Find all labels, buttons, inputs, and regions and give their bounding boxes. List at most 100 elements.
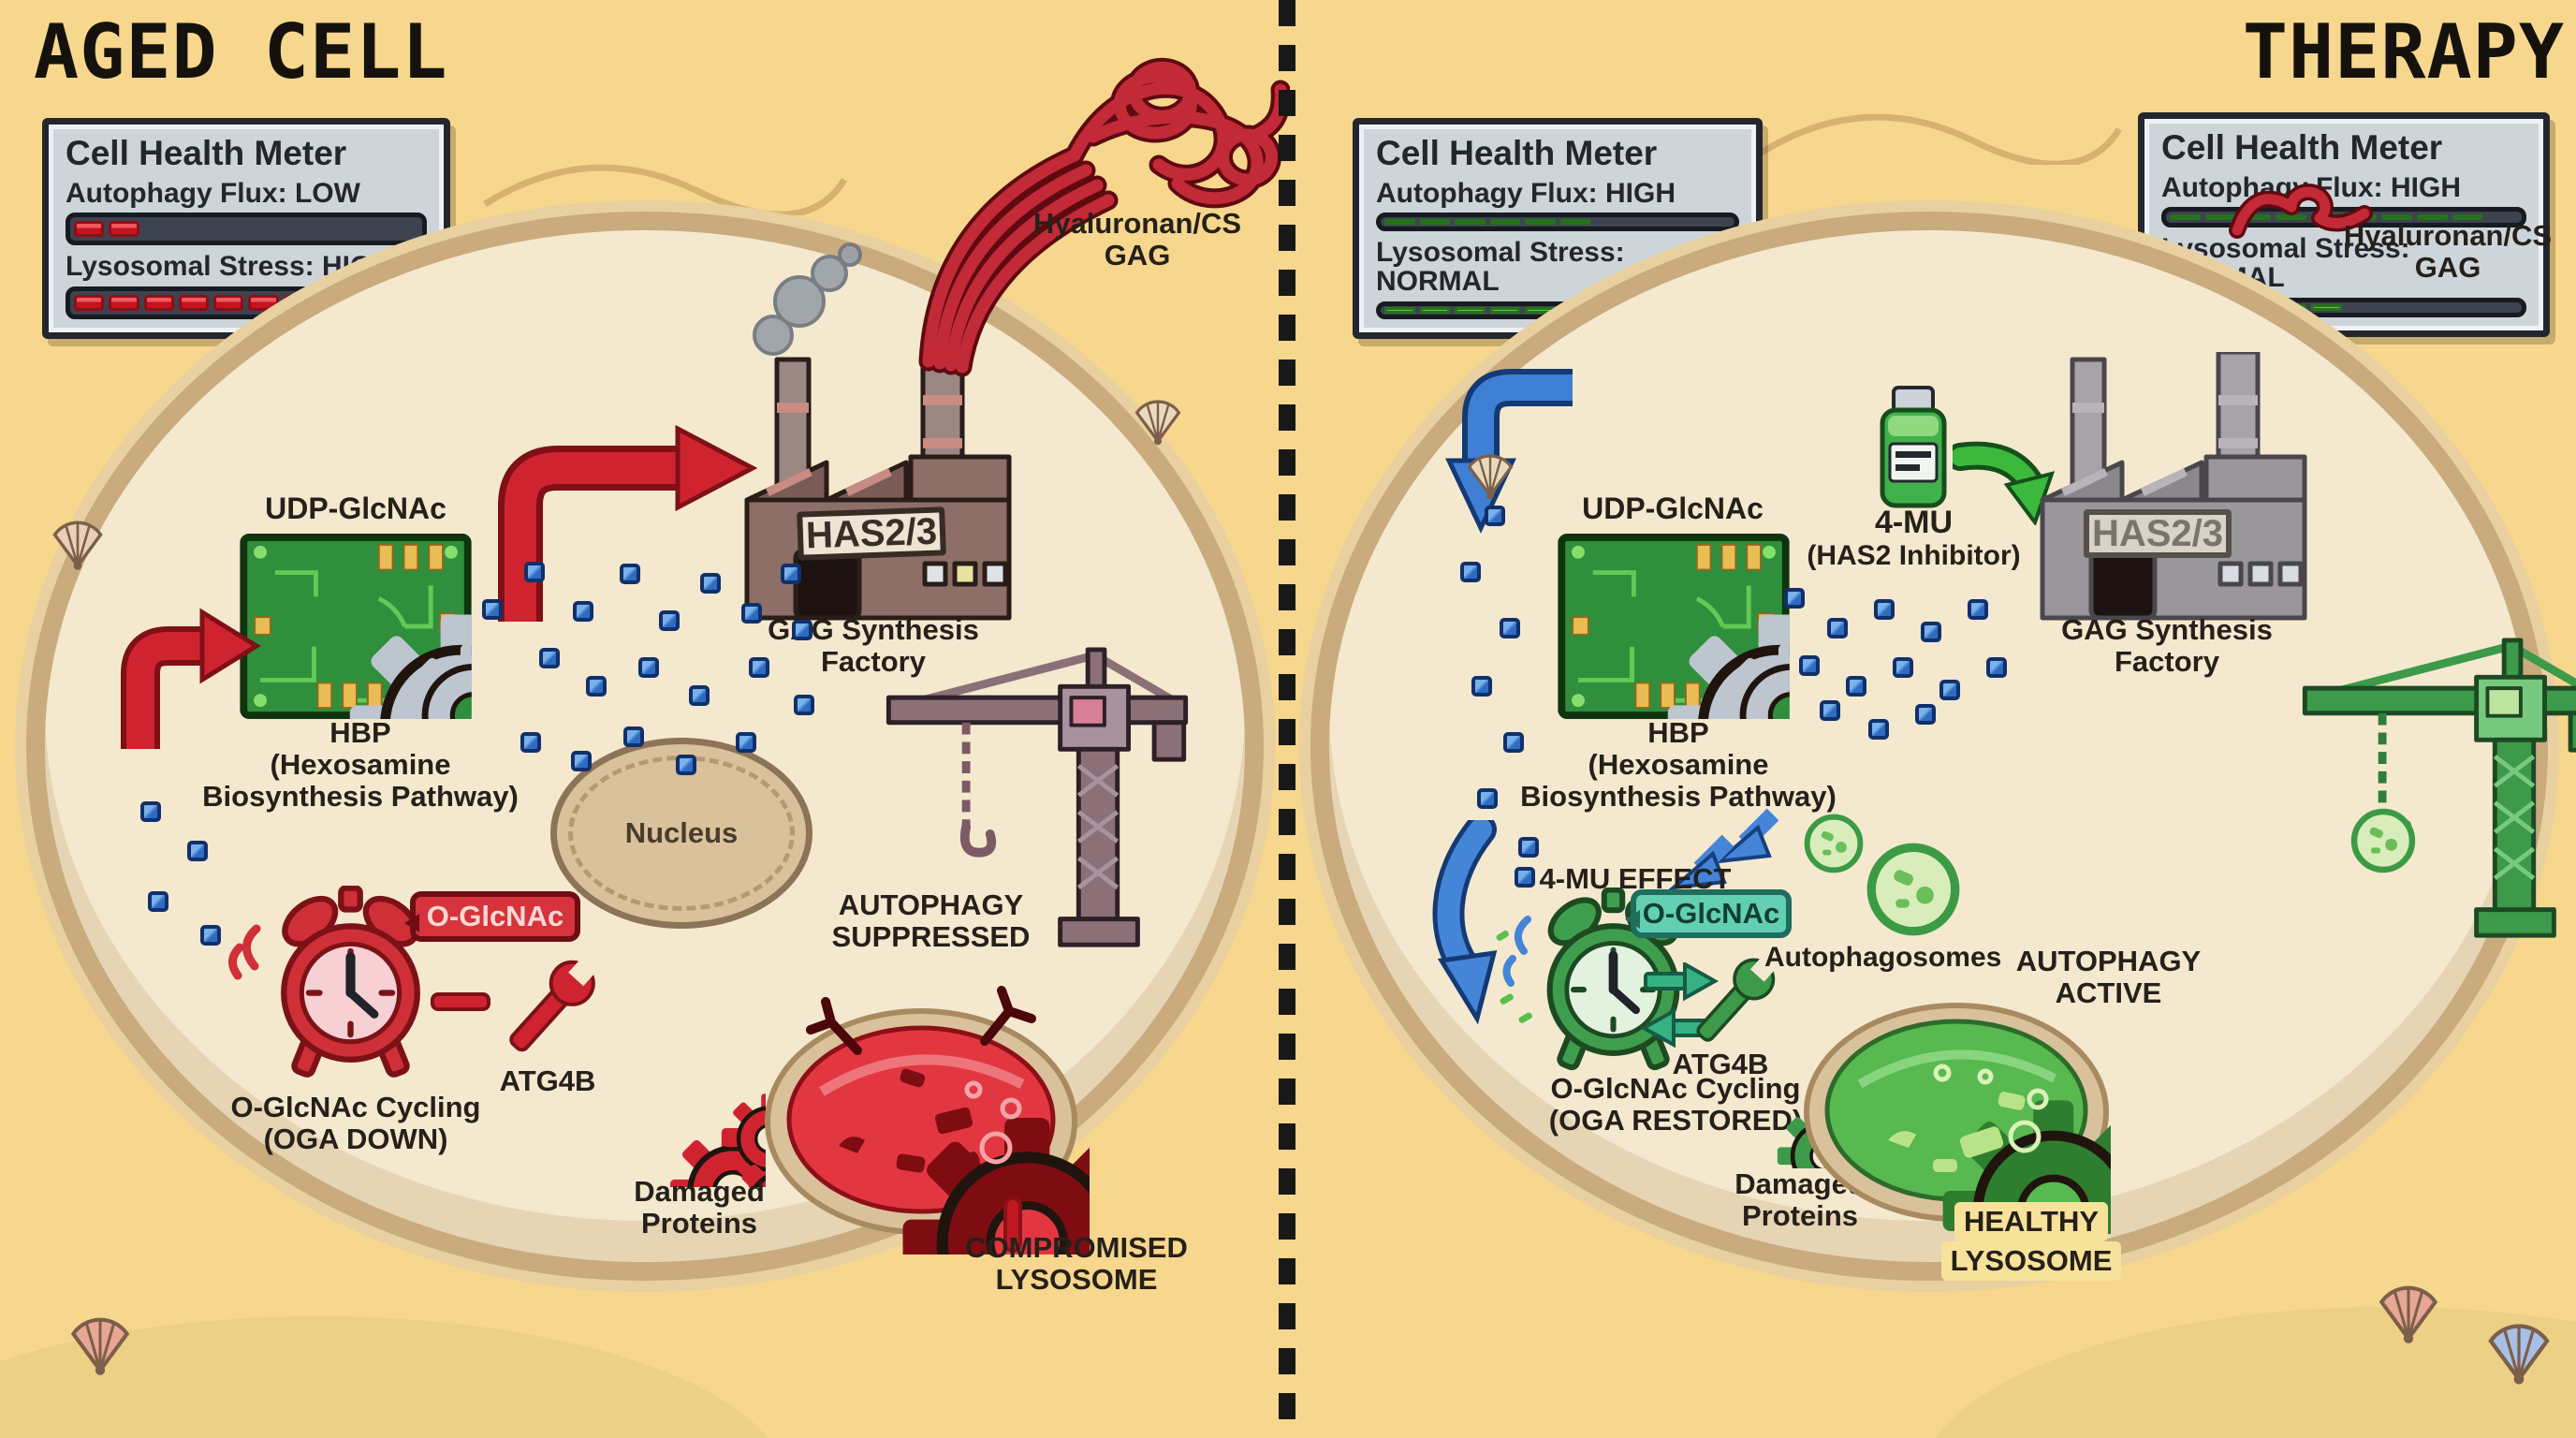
meter-segment	[2170, 215, 2201, 219]
udp-glcnac-dot	[524, 562, 545, 582]
compromised-lysosome-icon	[765, 986, 1090, 1255]
udp-glcnac-dot	[792, 620, 812, 640]
udp-glcnac-dot	[1986, 657, 2007, 678]
gag-factory-icon	[738, 352, 1018, 624]
shell-icon	[2479, 1314, 2559, 1386]
meter-segment	[144, 221, 174, 237]
panel-divider	[1279, 0, 1295, 1438]
meter-row-label: Autophagy Flux: LOW	[66, 177, 360, 209]
udp-glcnac-label: UDP-GlcNAc	[265, 492, 446, 525]
meter-segment	[1525, 221, 1556, 223]
damaged-line: Damaged	[634, 1175, 765, 1208]
udp-glcnac-dot	[1485, 506, 1505, 526]
meter-row-label: Lysosomal Stress: NORMAL	[1376, 236, 1625, 298]
udp-glcnac-dot	[1460, 562, 1481, 582]
meter-segment	[213, 221, 243, 237]
cycling-line: O-GlcNAc Cycling	[230, 1091, 481, 1123]
udp-glcnac-dot	[187, 841, 208, 861]
udp-glcnac-dot	[1893, 657, 1913, 678]
damaged-line: Proteins	[1741, 1199, 1859, 1233]
meter-segment	[388, 221, 418, 237]
udp-glcnac-dot	[659, 610, 680, 631]
cell-health-meter-mid: Cell Health Meter Autophagy Flux: HIGH L…	[1353, 118, 1763, 339]
udp-glcnac-dot	[623, 726, 644, 747]
shell-icon	[1460, 448, 1520, 500]
flux-arrow-to-factory-icon	[498, 424, 758, 622]
meter-segment	[109, 221, 139, 238]
factory-label-line: Factory	[821, 645, 926, 679]
meter-segment	[353, 221, 383, 237]
gag-squiggle-icon	[2229, 183, 2373, 239]
lysosome-status-line: COMPROMISED	[965, 1231, 1188, 1264]
meter-bar	[66, 213, 427, 246]
mu-label-line: (HAS2 Inhibitor)	[1807, 540, 2021, 572]
meter-segment	[213, 294, 244, 311]
meter-title: Cell Health Meter	[1376, 134, 1658, 172]
meter-title: Cell Health Meter	[2161, 128, 2443, 167]
autophagy-status-line: AUTOPHAGY	[838, 888, 1024, 921]
meter-segment	[1595, 221, 1626, 222]
meter-segment	[1631, 221, 1661, 222]
hbp-line: Biosynthesis Pathway)	[1520, 780, 1837, 814]
udp-glcnac-dot	[1503, 732, 1524, 753]
lysosome-status-line: HEALTHY	[1954, 1202, 2109, 1242]
dune-line	[1758, 113, 2122, 165]
meter-segment	[2240, 215, 2272, 219]
autophagy-status-line: ACTIVE	[2055, 976, 2162, 1010]
cycling-line: (OGA RESTORED)	[1548, 1104, 1803, 1137]
gag-label: Hyaluronan/CS GAG	[1006, 207, 1268, 271]
gag-label-line: Hyaluronan/CS	[1032, 207, 1242, 240]
meter-segment	[2204, 215, 2236, 219]
meter-segment	[1384, 309, 1415, 311]
panel-title-aged: AGED CELL	[34, 8, 448, 95]
udp-glcnac-dot	[571, 751, 592, 771]
factory-label-line: GAG Synthesis	[2061, 613, 2273, 646]
dune-line	[483, 164, 847, 215]
lysosome-status-line: LYSOSOME	[995, 1263, 1158, 1297]
udp-glcnac-dot	[1868, 719, 1889, 740]
has-sign: HAS2/3	[2084, 509, 2232, 558]
meter-title: Cell Health Meter	[66, 134, 347, 172]
shell-icon	[1128, 393, 1188, 446]
udp-glcnac-dot	[1915, 704, 1936, 725]
udp-glcnac-dot	[1846, 676, 1866, 697]
meter-segment	[2310, 305, 2342, 309]
udp-glcnac-label: UDP-GlcNAc	[1582, 492, 1764, 525]
mu-effect-label: 4-MU EFFECT	[1539, 862, 1732, 895]
meter-segment	[1419, 221, 1450, 223]
atg4b-label: ATG4B	[499, 1064, 596, 1097]
o-glcnac-bubble-text: O-GlcNAc	[1642, 897, 1780, 930]
gag-factory-inactive-icon	[2033, 352, 2314, 624]
gag-tangle-icon	[918, 57, 1290, 377]
hbp-line: (Hexosamine	[270, 748, 451, 782]
smoke-icon	[753, 242, 862, 356]
udp-glcnac-dot	[1477, 788, 1498, 809]
nucleus: Nucleus	[550, 738, 812, 929]
udp-glcnac-dot	[573, 601, 593, 622]
meter-segment	[2276, 305, 2306, 309]
autophagy-status-line: AUTOPHAGY	[2015, 945, 2202, 977]
udp-glcnac-dot	[794, 695, 814, 715]
nucleus-inner-ring	[568, 756, 795, 911]
factory-label: GAG Synthesis Factory	[2059, 613, 2275, 679]
udp-glcnac-dot	[638, 657, 659, 678]
meter-segment	[74, 221, 105, 238]
meter-segment	[1455, 221, 1486, 223]
factory-label-line: Factory	[2115, 645, 2219, 679]
meter-segment	[1525, 309, 1556, 311]
meter-segment	[1489, 309, 1520, 311]
shake-marks-icon	[228, 924, 261, 980]
meter-segment	[179, 221, 209, 237]
udp-glcnac-dot	[1515, 867, 1535, 888]
flux-arrow-up-icon	[121, 608, 261, 749]
meter-segment	[2276, 215, 2306, 219]
meter-segment	[2381, 215, 2412, 219]
udp-glcnac-dot	[749, 657, 769, 678]
shell-icon	[45, 513, 110, 571]
udp-glcnac-dot	[1784, 588, 1805, 609]
udp-glcnac-dot	[520, 732, 541, 753]
meter-segment	[109, 294, 139, 311]
meter-segment	[74, 294, 105, 311]
udp-glcnac-dot	[1921, 622, 1941, 642]
hbp-circuit-board-icon	[1558, 534, 1790, 719]
